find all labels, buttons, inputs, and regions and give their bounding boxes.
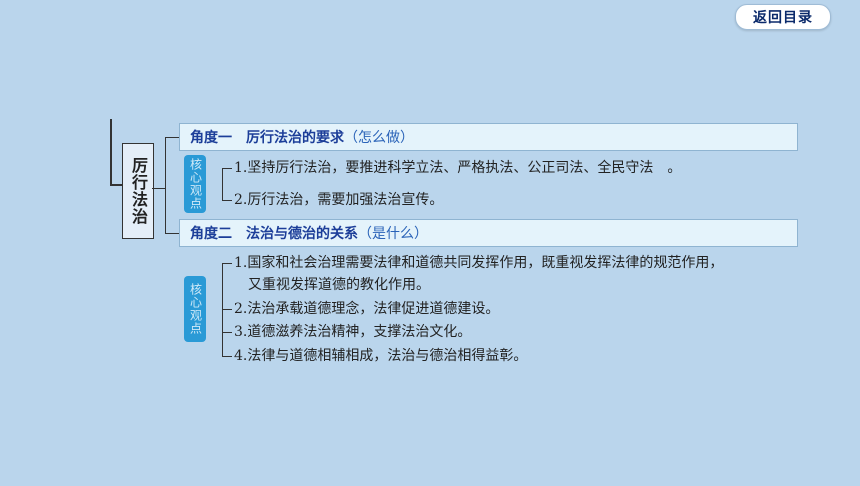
section-2-item-1: 1.国家和社会治理需要法律和道德共同发挥作用，既重视发挥法律的规范作用， bbox=[234, 255, 724, 271]
section-2-badge-text: 核心观点 bbox=[188, 283, 203, 335]
section-2-item-3: 3.道德滋养法治精神，支撑法治文化。 bbox=[234, 324, 472, 340]
topic-connector bbox=[152, 188, 165, 189]
section-1-connector bbox=[165, 137, 179, 138]
section-1-subtitle: （怎么做） bbox=[344, 130, 414, 146]
section-2-tick-3 bbox=[222, 332, 232, 333]
section-2-tick-2 bbox=[222, 309, 232, 310]
main-bracket bbox=[110, 119, 122, 186]
section-1-tick-1 bbox=[222, 168, 232, 169]
section-1-item-2: 2.厉行法治，需要加强法治宣传。 bbox=[234, 192, 444, 208]
section-1-title: 角度一 厉行法治的要求 bbox=[190, 130, 344, 146]
section-2-core-points-badge: 核心观点 bbox=[184, 276, 206, 342]
section-2-item-2: 2.法治承载道德理念，法律促进道德建设。 bbox=[234, 301, 500, 317]
section-2-tick-1 bbox=[222, 263, 232, 264]
back-to-contents-button[interactable]: 返回目录 bbox=[735, 4, 831, 30]
section-2-header: 角度二 法治与德治的关系 （是什么） bbox=[179, 219, 798, 247]
section-2-title: 角度二 法治与德治的关系 bbox=[190, 226, 358, 242]
section-1-badge-text: 核心观点 bbox=[188, 158, 203, 210]
topic-title: 厉行法治 bbox=[129, 157, 148, 225]
section-2-item-4: 4.法律与道德相辅相成，法治与德治相得益彰。 bbox=[234, 348, 528, 364]
section-1-tick-2 bbox=[222, 200, 232, 201]
section-2-subtitle: （是什么） bbox=[358, 226, 428, 242]
section-2-item-1-continued: 又重视发挥道德的教化作用。 bbox=[248, 277, 430, 293]
section-2-tick-4 bbox=[222, 356, 232, 357]
section-1-item-1: 1.坚持厉行法治，要推进科学立法、严格执法、公正司法、全民守法 。 bbox=[234, 160, 682, 176]
section-1-core-points-badge: 核心观点 bbox=[184, 155, 206, 213]
section-1-header: 角度一 厉行法治的要求 （怎么做） bbox=[179, 123, 798, 151]
topic-box: 厉行法治 bbox=[122, 143, 154, 239]
section-1-list-bracket bbox=[222, 168, 223, 200]
section-trunk bbox=[165, 137, 166, 234]
section-2-connector bbox=[165, 233, 179, 234]
